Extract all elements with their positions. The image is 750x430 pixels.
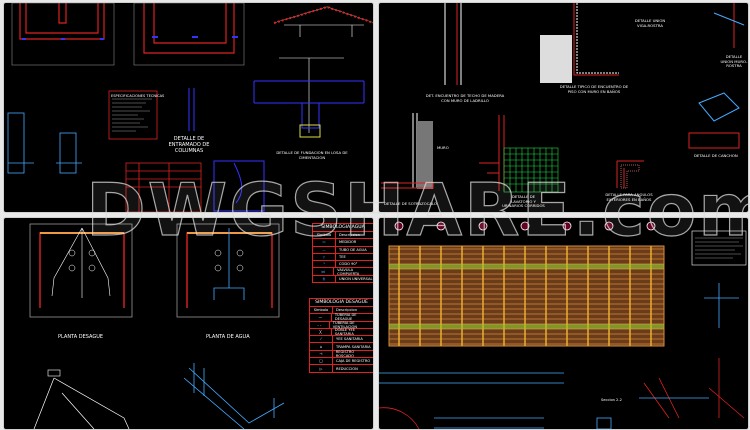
grid-axis-marker bbox=[478, 221, 488, 231]
panel-floor-framing: Seccion 2-2 bbox=[378, 217, 749, 430]
framing-drawing bbox=[379, 221, 747, 429]
legend-row: TUBERIA DE VENTILACION bbox=[332, 320, 358, 329]
roof-wall-detail-label: DET. ENCUENTRO DE TECHO DE MADERA CON MU… bbox=[425, 93, 505, 103]
tee-icon: ┬ bbox=[313, 253, 336, 261]
water-legend-title: SIMBOLOGIA AGUA bbox=[313, 224, 373, 232]
plumbing-drawing bbox=[29, 223, 285, 429]
baseboard-detail-label: DETALLE DE SOTRAZOCALO bbox=[384, 201, 437, 206]
pipe-icon: — bbox=[313, 246, 336, 253]
section-label: Seccion 2-2 bbox=[601, 398, 622, 402]
panel-bathroom-details: DET. ENCUENTRO DE TECHO DE MADERA CON MU… bbox=[378, 2, 749, 213]
grid-axis-marker bbox=[394, 221, 404, 231]
legend-row: TRAMPA SANITARIA bbox=[336, 344, 371, 349]
water-plan-title: PLANTA DE AGUA bbox=[206, 334, 250, 340]
drain-pipe-icon: — bbox=[310, 314, 332, 321]
structural-drawing bbox=[7, 3, 373, 212]
description-header: Descripcion bbox=[336, 308, 358, 313]
beam-joint-label: DETALLE UNION VIGA-ROSTRA bbox=[634, 18, 666, 28]
elbow-icon: └ bbox=[313, 261, 336, 268]
panel-plumbing-plans: PLANTA DESAGUE PLANTA DE AGUA SIMBOLOGIA… bbox=[3, 217, 374, 430]
grid-axis-marker bbox=[604, 221, 614, 231]
lavatory-detail-label: DETALLE DE LAVATORIO Y URINARIOS CORRIDO… bbox=[502, 194, 545, 208]
legend-row: YEE SANITARIA bbox=[336, 337, 363, 342]
legend-row: REDUCCION bbox=[336, 366, 358, 371]
meter-icon: ▭ bbox=[313, 239, 336, 246]
legend-row: TEE bbox=[339, 255, 346, 260]
grid-axis-marker bbox=[646, 221, 656, 231]
angles-detail-label: DETALLE PARA ANGULOS EXTERIORES EN BAÑOS bbox=[605, 192, 653, 202]
symbol-header: Simbolo bbox=[313, 232, 336, 239]
specs-title: ESPECIFICACIONES TECNICAS bbox=[111, 94, 165, 98]
drain-legend-title: SIMBOLOGIA DESAGUE bbox=[310, 299, 373, 307]
legend-row: REGISTRO ROSCADO bbox=[335, 349, 355, 358]
grid-axis-marker bbox=[562, 221, 572, 231]
cleanout-icon: ⊣ bbox=[310, 350, 333, 358]
grid-axis-marker bbox=[436, 221, 446, 231]
reducer-icon: ▷ bbox=[310, 365, 333, 372]
legend-row: TUBERIA DE DESAGUE bbox=[334, 313, 357, 322]
symbol-header: Simbolo bbox=[310, 307, 333, 314]
column-detail-label: DETALLE DE ENTRAMADO DE COLUMNAS bbox=[168, 136, 210, 154]
panel-structural-details: ESPECIFICACIONES TECNICAS DETALLE DE ENT… bbox=[3, 2, 374, 213]
box-icon: □ bbox=[310, 358, 333, 365]
wall-label: MURO bbox=[437, 145, 449, 150]
description-header: Descripcion bbox=[339, 233, 361, 238]
gate-valve-icon: ⋈ bbox=[313, 268, 335, 275]
union-icon: ╪ bbox=[313, 275, 336, 283]
legend-row: DOBLE YEE SANITARIA bbox=[334, 328, 356, 337]
double-wye-icon: ╳ bbox=[310, 328, 332, 336]
legend-row: CODO 90° bbox=[339, 262, 358, 267]
floor-wall-detail-label: DETALLE TIPICO DE ENCUENTRO DE PISO CON … bbox=[559, 84, 629, 94]
wall-joint-label: DETALLE UNION MURO-ROSTRA bbox=[720, 54, 748, 68]
legend-row: UNION UNIVERSAL bbox=[339, 276, 373, 281]
anchor-detail-label: DETALLE DE CANCHON bbox=[694, 153, 738, 158]
legend-row: VALVULA COMPUERTA bbox=[337, 267, 360, 276]
details-drawing bbox=[381, 3, 745, 193]
tile-grid bbox=[503, 147, 559, 193]
trap-icon: ∪ bbox=[310, 343, 333, 350]
vent-pipe-icon: - - bbox=[310, 321, 330, 328]
foundation-detail-label: DETALLE DE FUNDACION EN LOSA DE CIMENTAC… bbox=[276, 150, 348, 160]
legend-row: MEDIDOR bbox=[339, 240, 357, 245]
grid-axis-marker bbox=[520, 221, 530, 231]
legend-row: TUBO DE AGUA bbox=[339, 247, 367, 252]
legend-row: CAJA DE REGISTRO bbox=[336, 359, 371, 364]
wye-icon: ⟋ bbox=[310, 336, 333, 343]
drain-plan-title: PLANTA DESAGUE bbox=[58, 334, 104, 340]
